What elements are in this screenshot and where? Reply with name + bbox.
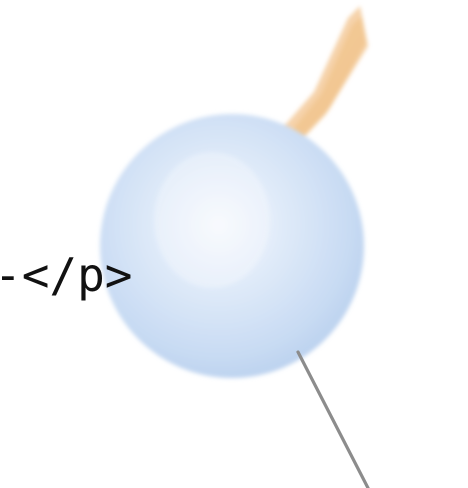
code-fragment: -</p> — [0, 248, 133, 302]
sphere — [100, 114, 364, 378]
lower-needle — [296, 350, 370, 488]
